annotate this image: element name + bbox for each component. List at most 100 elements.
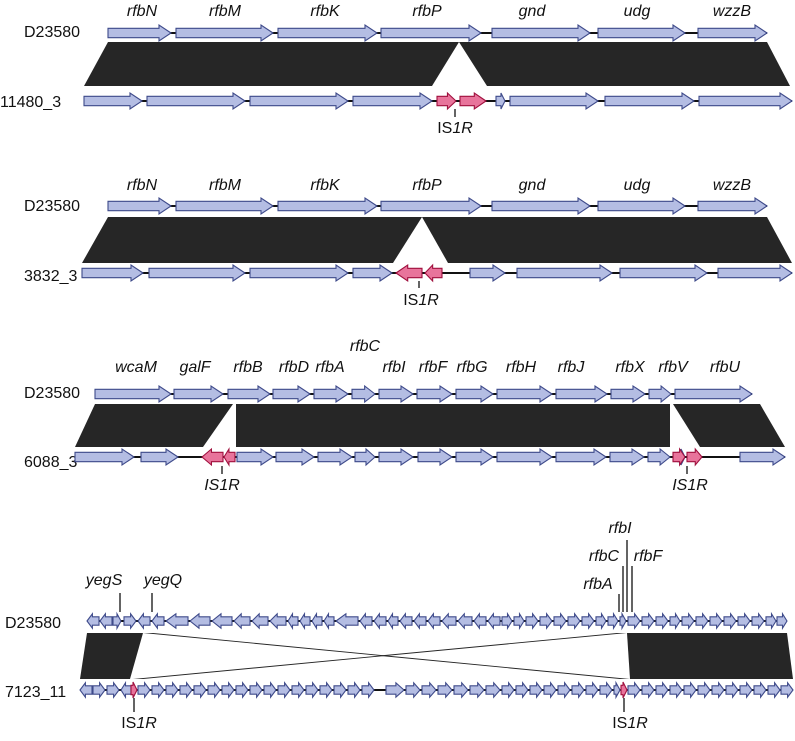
gene-arrow <box>723 612 737 630</box>
gene-arrow <box>319 681 333 699</box>
gene-arrow <box>683 681 697 699</box>
gene-arrow <box>380 196 482 216</box>
gene-arrow <box>697 681 711 699</box>
gene-arrow <box>107 23 172 43</box>
gene-arrow <box>627 681 641 699</box>
gene-arrow <box>641 612 655 630</box>
gene-arrow <box>335 612 359 630</box>
panel-1-is1r-label: IS1R <box>437 120 473 137</box>
gene-arrow <box>359 612 373 630</box>
gene-arrow <box>441 612 457 630</box>
panel-3: D23580 6088_3 wcaM galF rfbB rfbD rfbA r… <box>24 338 786 494</box>
is-element-arrow <box>395 263 423 283</box>
panel-3-gene-label-rfbB: rfbB <box>233 359 263 376</box>
gene-arrow <box>378 447 414 467</box>
gene-arrow <box>695 612 709 630</box>
panel-3-gene-label-rfbF: rfbF <box>419 359 449 376</box>
gene-arrow <box>123 612 137 630</box>
panel-4-gene-label-rfbF: rfbF <box>634 548 664 565</box>
gene-arrow <box>780 681 794 699</box>
is-element-arrow <box>686 447 703 467</box>
panel-1-homology-block-left <box>84 42 459 86</box>
gene-arrow <box>137 612 151 630</box>
gene-arrow <box>709 612 723 630</box>
panel-1-gene-label-udg: udg <box>624 3 651 20</box>
gene-arrow <box>179 681 193 699</box>
panel-3-gene-label-rfbD: rfbD <box>279 359 310 376</box>
gene-arrow <box>387 611 399 631</box>
panel-4-top-strain-label: D23580 <box>5 615 61 632</box>
gene-arrow <box>655 681 669 699</box>
gene-arrow <box>112 611 122 631</box>
panel-4-is1r-label-right: IS1R <box>612 715 648 732</box>
gene-arrow <box>311 611 323 631</box>
gene-arrow <box>543 681 557 699</box>
gene-arrow <box>272 384 311 404</box>
gene-arrow <box>263 681 277 699</box>
panel-4: D23580 7123_11 yegS yegQ rfbI rfbC rfbF … <box>5 520 794 732</box>
gene-arrow <box>753 681 767 699</box>
gene-arrow <box>437 681 453 699</box>
gene-arrow <box>354 447 376 467</box>
panel-2-gene-label-gnd: gnd <box>519 177 547 194</box>
panel-1-top-track <box>107 23 768 43</box>
gene-arrow <box>648 384 672 404</box>
gene-arrow <box>333 681 347 699</box>
gene-arrow <box>86 612 100 630</box>
panel-1-homology-block-right <box>459 42 790 86</box>
gene-arrow <box>619 263 708 283</box>
is-element-arrow <box>130 681 138 699</box>
panel-4-inversion-band-a <box>143 633 630 679</box>
gene-arrow <box>655 612 669 630</box>
gene-arrow <box>491 196 591 216</box>
panel-4-homology-block-left <box>80 633 143 679</box>
gene-arrow <box>233 612 251 630</box>
gene-arrow <box>165 612 189 630</box>
panel-1-bottom-strain-label: 11480_3 <box>0 94 61 111</box>
gene-arrow <box>681 612 695 630</box>
panel-1-top-strain-label: D23580 <box>24 24 80 41</box>
panel-2-gene-label-rfbM: rfbM <box>209 177 242 194</box>
panel-2-homology-block-left <box>82 217 422 263</box>
gene-arrow <box>352 91 433 111</box>
is-element-arrow <box>672 447 686 467</box>
panel-3-top-track <box>94 384 753 404</box>
gene-arrow <box>669 681 683 699</box>
gene-arrow <box>595 611 607 631</box>
gene-arrow <box>291 681 305 699</box>
gene-arrow <box>485 681 501 699</box>
panel-4-bottom-strain-label: 7123_11 <box>5 684 66 701</box>
gene-arrow <box>249 263 349 283</box>
panel-2-top-strain-label: D23580 <box>24 198 80 215</box>
gene-arrow <box>567 612 581 630</box>
gene-arrow <box>557 681 571 699</box>
panel-2-gene-label-rfbK: rfbK <box>310 177 341 194</box>
panel-2-gene-label-rfbN: rfbN <box>127 177 158 194</box>
gene-arrow <box>509 91 599 111</box>
gene-arrow <box>413 612 427 630</box>
gene-arrow <box>473 612 487 630</box>
gene-arrow <box>277 681 291 699</box>
gene-arrow <box>597 23 686 43</box>
panel-4-top-track <box>86 611 788 631</box>
gene-arrow <box>189 612 211 630</box>
gene-arrow <box>107 196 172 216</box>
gene-arrow <box>421 681 437 699</box>
gene-arrow <box>106 681 120 699</box>
gene-arrow <box>317 447 353 467</box>
gene-arrow <box>416 384 453 404</box>
gene-arrow <box>571 681 585 699</box>
panel-1-gene-label-wzzB: wzzB <box>713 3 752 20</box>
gene-arrow <box>235 681 249 699</box>
panel-2-top-track <box>107 196 768 216</box>
gene-arrow <box>555 447 607 467</box>
panel-4-gene-label-rfbA: rfbA <box>583 576 612 593</box>
gene-arrow <box>165 681 179 699</box>
gene-arrow <box>613 680 621 700</box>
panel-3-gene-label-rfbG: rfbG <box>456 359 487 376</box>
gene-arrow <box>453 681 469 699</box>
panel-4-gene-label-yegQ: yegQ <box>143 572 182 589</box>
gene-arrow <box>555 384 608 404</box>
gene-arrow <box>529 681 543 699</box>
gene-arrow <box>175 196 274 216</box>
